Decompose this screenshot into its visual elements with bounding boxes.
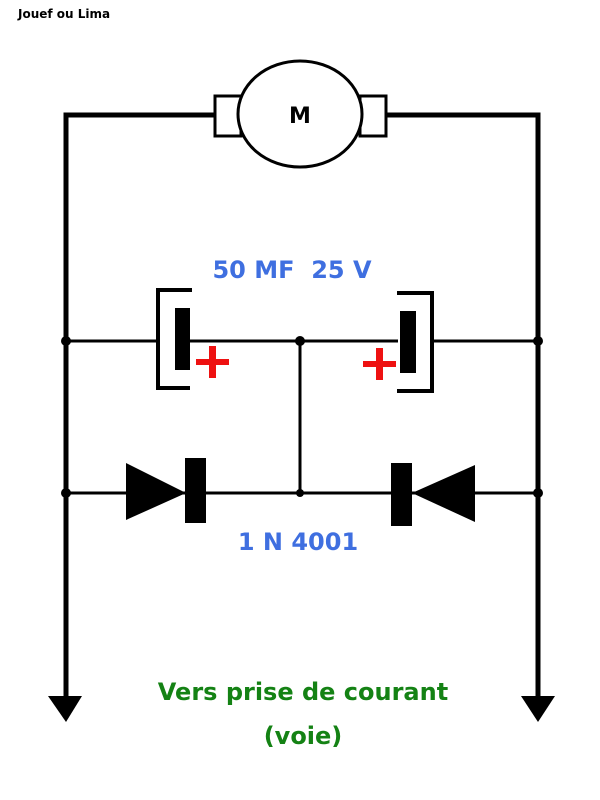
polarized-capacitor-icon — [363, 291, 434, 393]
capacitor-c1-case — [156, 288, 192, 390]
polarized-capacitor-icon — [156, 288, 229, 390]
output-label-line2: (voie) — [264, 722, 343, 750]
diode-label: 1 N 4001 — [238, 528, 358, 556]
motor: M — [213, 59, 388, 169]
arrow-down-icon — [48, 696, 82, 722]
right-rail-wire — [384, 112, 541, 698]
diagram-title: Jouef ou Lima — [18, 7, 111, 21]
junction-dot — [533, 336, 543, 346]
wires — [63, 112, 541, 698]
junction-dot — [61, 336, 71, 346]
capacitor-c1-plate — [175, 308, 190, 370]
junction-dot — [295, 336, 305, 346]
diode-d2-cathode — [391, 463, 412, 526]
motor-label: M — [289, 104, 311, 129]
junction-dot — [296, 489, 304, 497]
capacitor-label: 50 MF 25 V — [212, 256, 371, 284]
junction-dot — [533, 488, 543, 498]
diode-icon — [126, 458, 206, 523]
motor-icon — [236, 59, 364, 169]
junctions — [61, 336, 543, 498]
junction-dot — [61, 488, 71, 498]
left-rail-wire — [63, 112, 218, 698]
diode-icon — [391, 463, 475, 526]
diode-d1-anode — [126, 463, 186, 520]
plus-icon — [196, 346, 229, 378]
output-label-line1: Vers prise de courant — [158, 678, 448, 706]
diode-d1-cathode — [185, 458, 206, 523]
capacitor-c2-case — [397, 291, 434, 393]
diode-d2-anode — [412, 465, 475, 522]
capacitor-c2-plate — [400, 311, 416, 373]
arrow-down-icon — [521, 696, 555, 722]
motor-brush-right — [358, 94, 388, 138]
plus-icon — [363, 348, 396, 380]
